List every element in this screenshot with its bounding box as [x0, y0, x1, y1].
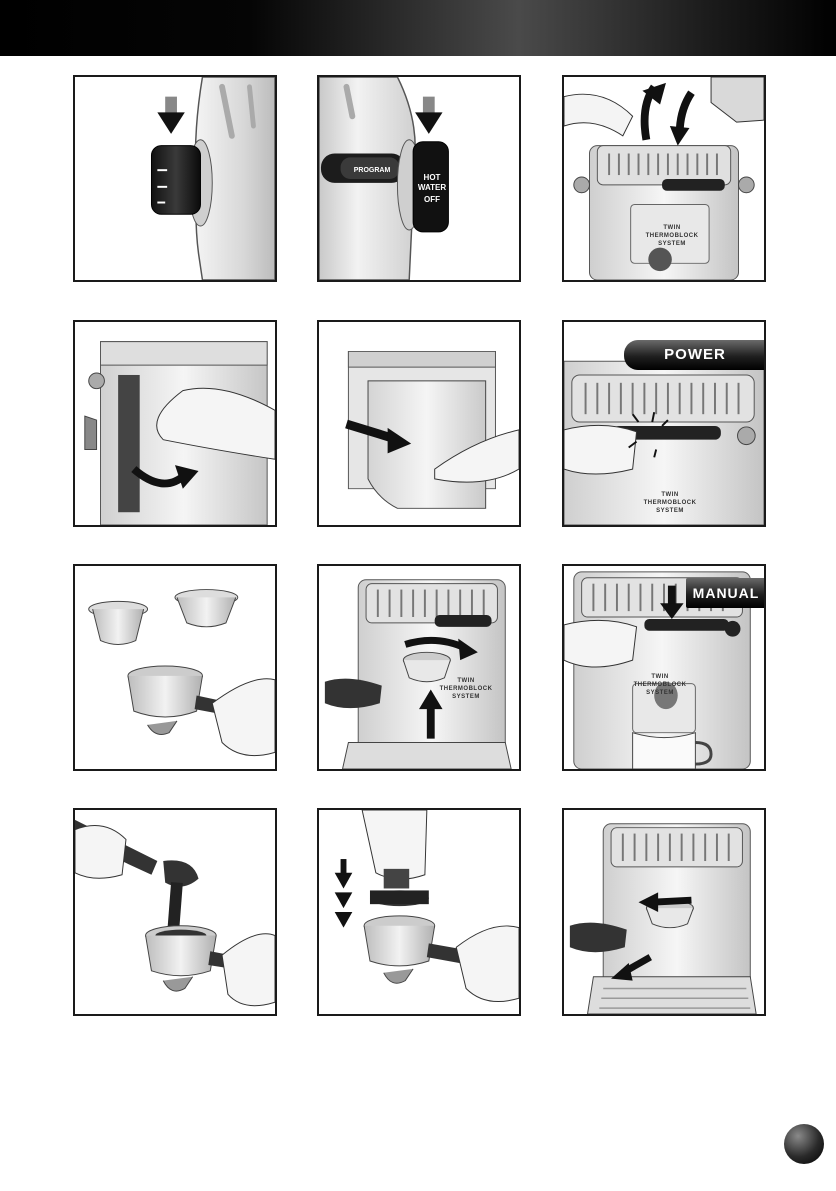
machine-label-thermoblock: THERMOBLOCK: [429, 686, 503, 693]
illustration-fill-tank: [564, 77, 764, 280]
illustration-insert-portafilter: [319, 566, 519, 769]
machine-label-thermoblock: THERMOBLOCK: [634, 233, 710, 240]
down-arrow-icon: [415, 112, 442, 134]
machine-label-system: SYSTEM: [640, 508, 700, 515]
illustration-remove-tank: [75, 322, 275, 525]
machine-label-twin: TWIN: [630, 674, 690, 681]
machine-label-twin: TWIN: [439, 678, 493, 685]
knob-label-water: WATER: [415, 183, 449, 192]
step-panel-12-remove-portafilter: [562, 808, 766, 1016]
machine-label-system: SYSTEM: [644, 241, 700, 248]
step-panel-2-hot-water-knob: HOT WATER OFF PROGRAM: [317, 75, 521, 282]
illustration-filters: [75, 566, 275, 769]
header-bar: [0, 0, 836, 56]
illustration-steam-knob: [75, 77, 275, 280]
down-arrow-icon: [157, 112, 184, 134]
machine-label-system: SYSTEM: [630, 690, 690, 697]
step-panel-8-insert-portafilter: TWIN THERMOBLOCK SYSTEM: [317, 564, 521, 771]
step-panel-3-fill-water-tank: TWIN THERMOBLOCK SYSTEM: [562, 75, 766, 282]
power-label: POWER: [624, 340, 766, 370]
knob-label-off: OFF: [417, 195, 447, 204]
machine-label-twin: TWIN: [640, 492, 700, 499]
button-label-program: PROGRAM: [345, 166, 399, 175]
step-panel-6-power: POWER TWIN THERMOBLOCK SYSTEM: [562, 320, 766, 527]
step-panel-4-remove-tank: [73, 320, 277, 527]
step-panel-10-add-coffee: [73, 808, 277, 1016]
page-number-badge: [784, 1124, 824, 1164]
machine-label-twin: TWIN: [644, 225, 700, 232]
step-panel-5-slide-tank: [317, 320, 521, 527]
manual-label: MANUAL: [686, 578, 766, 608]
illustration-remove-portafilter: [564, 810, 764, 1014]
step-panel-9-manual: MANUAL TWIN THERMOBLOCK SYSTEM: [562, 564, 766, 771]
illustration-slide-tank: [319, 322, 519, 525]
step-panel-11-tamp-coffee: [317, 808, 521, 1016]
knob-label-hot: HOT: [417, 173, 447, 182]
step-panel-7-filters: [73, 564, 277, 771]
machine-label-thermoblock: THERMOBLOCK: [620, 682, 700, 689]
illustration-add-coffee: [75, 810, 275, 1014]
machine-label-thermoblock: THERMOBLOCK: [630, 500, 710, 507]
machine-label-system: SYSTEM: [439, 694, 493, 701]
illustration-tamp-coffee: [319, 810, 519, 1014]
step-panel-1-steam-knob: [73, 75, 277, 282]
